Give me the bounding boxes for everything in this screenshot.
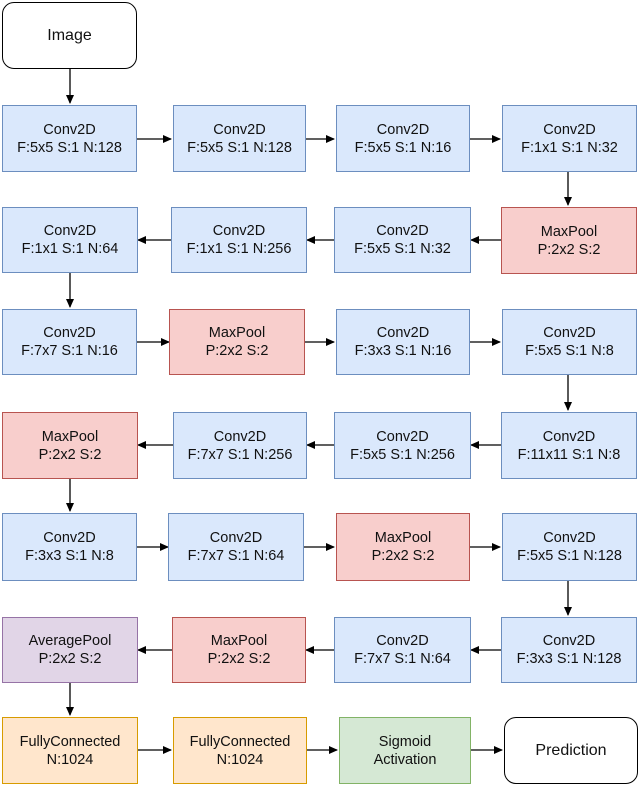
conv2d-node-18: Conv2D F:7x7 S:1 N:64 bbox=[168, 513, 304, 581]
conv2d-node-6: Conv2D F:5x5 S:1 N:32 bbox=[334, 207, 471, 273]
conv2d-node-1: Conv2D F:5x5 S:1 N:128 bbox=[2, 105, 137, 172]
node-params-label: F:7x7 S:1 N:64 bbox=[354, 651, 451, 667]
node-type-label: Sigmoid bbox=[378, 733, 432, 750]
node-type-label: AveragePool bbox=[28, 633, 112, 649]
node-type-label: Conv2D bbox=[543, 325, 596, 341]
node-params-label: N:1024 bbox=[216, 751, 264, 768]
conv2d-node-13: Conv2D F:11x11 S:1 N:8 bbox=[501, 412, 637, 479]
node-type-label: Conv2D bbox=[43, 325, 96, 341]
node-params-label: P:2x2 S:2 bbox=[207, 651, 271, 667]
conv2d-node-21: Conv2D F:3x3 S:1 N:128 bbox=[501, 617, 637, 683]
node-type-label: Conv2D bbox=[209, 530, 263, 546]
prediction-node: Prediction bbox=[504, 717, 638, 784]
maxpool-node-10: MaxPool P:2x2 S:2 bbox=[169, 309, 305, 375]
node-type-label: Conv2D bbox=[213, 428, 267, 445]
prediction-node-label: Prediction bbox=[535, 741, 607, 759]
node-params-label: P:2x2 S:2 bbox=[205, 343, 269, 359]
node-params-label: P:2x2 S:2 bbox=[38, 651, 102, 667]
node-type-label: MaxPool bbox=[540, 223, 598, 240]
node-params-label: F:5x5 S:1 N:128 bbox=[187, 139, 292, 156]
node-type-label: FullyConnected bbox=[19, 733, 121, 750]
node-type-label: Conv2D bbox=[543, 121, 596, 138]
node-params-label: F:7x7 S:1 N:64 bbox=[187, 548, 285, 564]
conv2d-node-20: Conv2D F:5x5 S:1 N:128 bbox=[502, 513, 637, 581]
image-node: Image bbox=[2, 2, 137, 69]
conv2d-node-3: Conv2D F:5x5 S:1 N:16 bbox=[336, 105, 470, 172]
node-params-label: F:3x3 S:1 N:16 bbox=[354, 343, 452, 359]
node-params-label: F:1x1 S:1 N:64 bbox=[21, 241, 119, 257]
node-params-label: F:3x3 S:1 N:128 bbox=[516, 651, 622, 667]
node-params-label: F:7x7 S:1 N:256 bbox=[187, 446, 293, 463]
node-params-label: F:1x1 S:1 N:32 bbox=[521, 139, 618, 156]
maxpool-node-5: MaxPool P:2x2 S:2 bbox=[501, 207, 637, 274]
node-type-label: Conv2D bbox=[212, 223, 266, 239]
node-type-label: Conv2D bbox=[542, 428, 596, 445]
node-params-label: P:2x2 S:2 bbox=[38, 446, 102, 463]
node-params-label: F:3x3 S:1 N:8 bbox=[25, 548, 114, 564]
maxpool-node-23: MaxPool P:2x2 S:2 bbox=[172, 617, 306, 683]
node-params-label: F:5x5 S:1 N:32 bbox=[354, 241, 451, 257]
node-type-label: Conv2D bbox=[376, 121, 430, 138]
node-type-label: MaxPool bbox=[41, 428, 99, 445]
node-params-label: N:1024 bbox=[46, 751, 94, 768]
maxpool-node-19: MaxPool P:2x2 S:2 bbox=[336, 513, 470, 581]
node-params-label: P:2x2 S:2 bbox=[537, 241, 601, 258]
conv2d-node-2: Conv2D F:5x5 S:1 N:128 bbox=[173, 105, 306, 172]
node-params-label: Activation bbox=[373, 751, 437, 768]
conv2d-node-17: Conv2D F:3x3 S:1 N:8 bbox=[2, 513, 137, 581]
node-type-label: FullyConnected bbox=[189, 733, 291, 750]
node-type-label: Conv2D bbox=[213, 121, 266, 138]
maxpool-node-16: MaxPool P:2x2 S:2 bbox=[2, 412, 138, 479]
node-type-label: Conv2D bbox=[542, 633, 596, 649]
node-type-label: Conv2D bbox=[376, 428, 429, 445]
conv2d-node-8: Conv2D F:1x1 S:1 N:64 bbox=[2, 207, 138, 273]
averagepool-node-24: AveragePool P:2x2 S:2 bbox=[2, 617, 138, 683]
node-type-label: Conv2D bbox=[376, 633, 429, 649]
node-type-label: Conv2D bbox=[543, 530, 596, 546]
node-params-label: P:2x2 S:2 bbox=[371, 548, 435, 564]
node-type-label: MaxPool bbox=[210, 633, 268, 649]
conv2d-node-22: Conv2D F:7x7 S:1 N:64 bbox=[334, 617, 471, 683]
image-node-label: Image bbox=[47, 26, 92, 44]
node-type-label: Conv2D bbox=[376, 223, 429, 239]
conv2d-node-15: Conv2D F:7x7 S:1 N:256 bbox=[173, 412, 307, 479]
node-type-label: MaxPool bbox=[208, 325, 266, 341]
node-type-label: Conv2D bbox=[43, 530, 96, 546]
conv2d-node-12: Conv2D F:5x5 S:1 N:8 bbox=[502, 309, 637, 375]
conv2d-node-14: Conv2D F:5x5 S:1 N:256 bbox=[334, 412, 471, 479]
node-type-label: Conv2D bbox=[43, 121, 96, 138]
node-params-label: F:5x5 S:1 N:128 bbox=[17, 139, 122, 156]
node-params-label: F:5x5 S:1 N:16 bbox=[354, 139, 452, 156]
node-params-label: F:5x5 S:1 N:256 bbox=[350, 446, 455, 463]
node-params-label: F:5x5 S:1 N:128 bbox=[517, 548, 622, 564]
sigmoid-activation-node: Sigmoid Activation bbox=[339, 717, 471, 784]
fullyconnected-node-26: FullyConnected N:1024 bbox=[173, 717, 307, 784]
node-params-label: F:1x1 S:1 N:256 bbox=[186, 241, 292, 257]
node-type-label: Conv2D bbox=[376, 325, 430, 341]
node-type-label: MaxPool bbox=[374, 530, 432, 546]
node-params-label: F:11x11 S:1 N:8 bbox=[517, 446, 621, 463]
conv2d-node-11: Conv2D F:3x3 S:1 N:16 bbox=[336, 309, 470, 375]
conv2d-node-7: Conv2D F:1x1 S:1 N:256 bbox=[171, 207, 307, 273]
node-params-label: F:7x7 S:1 N:16 bbox=[21, 343, 118, 359]
node-params-label: F:5x5 S:1 N:8 bbox=[525, 343, 614, 359]
node-type-label: Conv2D bbox=[43, 223, 97, 239]
conv2d-node-4: Conv2D F:1x1 S:1 N:32 bbox=[502, 105, 637, 172]
fullyconnected-node-25: FullyConnected N:1024 bbox=[2, 717, 138, 784]
conv2d-node-9: Conv2D F:7x7 S:1 N:16 bbox=[2, 309, 137, 375]
